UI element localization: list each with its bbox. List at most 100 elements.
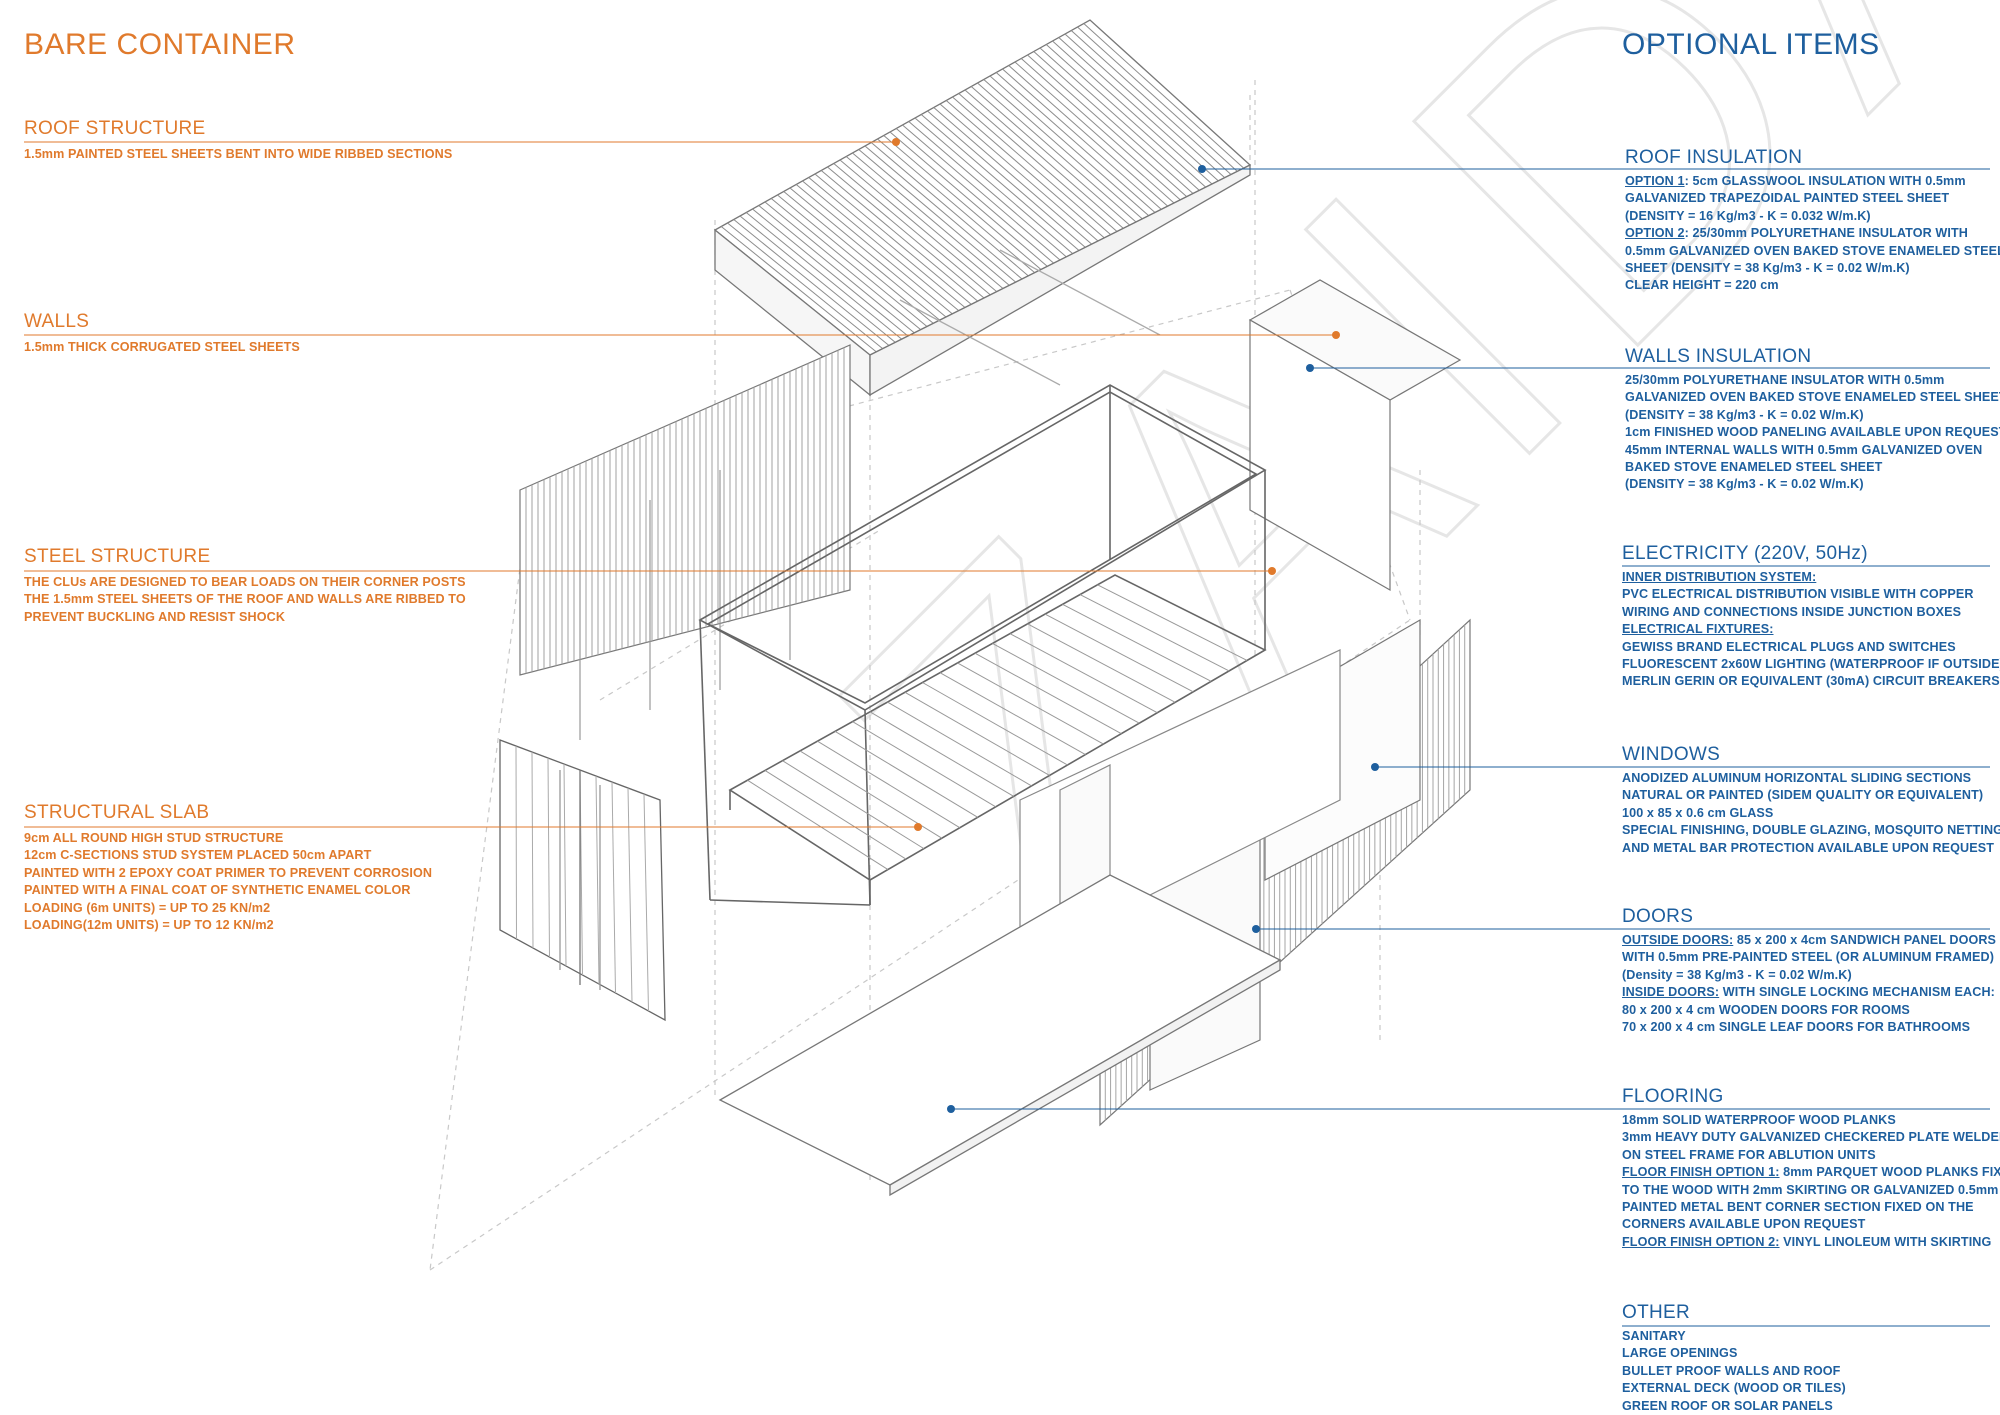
- desc-line: OPTION 1: 5cm GLASSWOOL INSULATION WITH …: [1625, 173, 2000, 190]
- electricity-title: ELECTRICITY (220V, 50Hz): [1622, 543, 1868, 564]
- doors-desc: OUTSIDE DOORS: 85 x 200 x 4cm SANDWICH P…: [1622, 932, 1996, 1036]
- desc-line: LOADING (6m UNITS) = UP TO 25 KN/m2: [24, 900, 271, 915]
- desc-line: LARGE OPENINGS: [1622, 1346, 1738, 1361]
- roof-structure-title: ROOF STRUCTURE: [24, 118, 206, 139]
- doors-section: DOORS OUTSIDE DOORS: 85 x 200 x 4cm SAND…: [1622, 906, 1996, 1036]
- desc-line: 18mm SOLID WATERPROOF WOOD PLANKS: [1622, 1113, 1896, 1127]
- desc-line: CORNERS AVAILABLE UPON REQUEST: [1622, 1217, 1866, 1232]
- desc-line: INSIDE DOORS: WITH SINGLE LOCKING MECHAN…: [1622, 984, 1996, 1001]
- desc-line: GREEN ROOF OR SOLAR PANELS: [1622, 1398, 1833, 1413]
- end-doors: [499, 739, 666, 1022]
- floor-finish-option1-text: 8mm PARQUET WOOD PLANKS FIXED: [1779, 1165, 2000, 1180]
- desc-line: BAKED STOVE ENAMELED STEEL SHEET: [1625, 460, 1883, 475]
- roof-insulation-title: ROOF INSULATION: [1625, 147, 1803, 168]
- walls-insulation-desc: 25/30mm POLYURETHANE INSULATOR WITH 0.5m…: [1625, 372, 2000, 494]
- doors-title: DOORS: [1622, 906, 1694, 927]
- back-wall: [1248, 279, 1462, 592]
- desc-line: BULLET PROOF WALLS AND ROOF: [1622, 1363, 1841, 1378]
- outside-doors-label: OUTSIDE DOORS:: [1622, 933, 1734, 947]
- desc-line: GALVANIZED OVEN BAKED STOVE ENAMELED STE…: [1625, 390, 2000, 405]
- desc-line: THE 1.5mm STEEL SHEETS OF THE ROOF AND W…: [24, 592, 466, 607]
- steel-structure-desc: THE CLUs ARE DESIGNED TO BEAR LOADS ON T…: [24, 574, 466, 626]
- desc-line: 1.5mm THICK CORRUGATED STEEL SHEETS: [24, 340, 300, 354]
- left-leader-dots: [892, 138, 1340, 831]
- option-label: OPTION 1: [1625, 174, 1685, 188]
- desc-line: 0.5mm GALVANIZED OVEN BAKED STOVE ENAMEL…: [1625, 243, 2000, 258]
- windows-title: WINDOWS: [1622, 744, 1721, 765]
- desc-line: CLEAR HEIGHT = 220 cm: [1625, 278, 1779, 293]
- outside-doors-text: 85 x 200 x 4cm SANDWICH PANEL DOORS: [1733, 933, 1997, 947]
- desc-line: SHEET (DENSITY = 38 Kg/m3 - K = 0.02 W/m…: [1625, 261, 1910, 276]
- desc-line: FLUORESCENT 2x60W LIGHTING (WATERPROOF I…: [1622, 657, 2000, 672]
- desc-line: WITH 0.5mm PRE-PAINTED STEEL (OR ALUMINU…: [1622, 950, 1994, 965]
- other-title: OTHER: [1622, 1302, 1690, 1323]
- desc-line: ON STEEL FRAME FOR ABLUTION UNITS: [1622, 1147, 1876, 1162]
- walls-section: WALLS 1.5mm THICK CORRUGATED STEEL SHEET…: [24, 311, 300, 356]
- desc-line: (DENSITY = 16 Kg/m3 - K = 0.032 W/m.K): [1625, 208, 1871, 223]
- electricity-section: ELECTRICITY (220V, 50Hz) INNER DISTRIBUT…: [1622, 543, 2000, 691]
- other-desc: SANITARY LARGE OPENINGS BULLET PROOF WAL…: [1622, 1328, 1846, 1415]
- desc-line: PAINTED METAL BENT CORNER SECTION FIXED …: [1622, 1200, 1974, 1215]
- desc-line: SPECIAL FINISHING, DOUBLE GLAZING, MOSQU…: [1622, 823, 2000, 838]
- flooring-title: FLOORING: [1622, 1086, 1724, 1107]
- windows-desc: ANODIZED ALUMINUM HORIZONTAL SLIDING SEC…: [1622, 770, 2000, 857]
- desc-line: NATURAL OR PAINTED (SIDEM QUALITY OR EQU…: [1622, 788, 1984, 803]
- inside-doors-text: WITH SINGLE LOCKING MECHANISM EACH:: [1719, 985, 1995, 1000]
- desc-line: ANODIZED ALUMINUM HORIZONTAL SLIDING SEC…: [1622, 771, 1972, 785]
- option-text: : 5cm GLASSWOOL INSULATION WITH 0.5mm: [1684, 174, 1966, 188]
- structural-slab-title: STRUCTURAL SLAB: [24, 802, 210, 823]
- electricity-desc: INNER DISTRIBUTION SYSTEM: PVC ELECTRICA…: [1622, 569, 2000, 691]
- floor-finish-option1-label: FLOOR FINISH OPTION 1:: [1622, 1165, 1780, 1180]
- desc-line: 12cm C-SECTIONS STUD SYSTEM PLACED 50cm …: [24, 848, 372, 863]
- desc-line: 25/30mm POLYURETHANE INSULATOR WITH 0.5m…: [1625, 373, 1945, 387]
- optional-items-title: OPTIONAL ITEMS: [1622, 28, 1880, 61]
- walls-insulation-title: WALLS INSULATION: [1625, 346, 1812, 367]
- desc-line: 3mm HEAVY DUTY GALVANIZED CHECKERED PLAT…: [1622, 1130, 2000, 1145]
- right-leader-dots: [947, 165, 1379, 1113]
- roof-panel: [713, 19, 1252, 397]
- floor-finish-option2-label: FLOOR FINISH OPTION 2:: [1622, 1234, 1780, 1249]
- desc-line: PAINTED WITH A FINAL COAT OF SYNTHETIC E…: [24, 883, 411, 898]
- desc-line: 1.5mm PAINTED STEEL SHEETS BENT INTO WID…: [24, 147, 453, 161]
- desc-line: 9cm ALL ROUND HIGH STUD STRUCTURE: [24, 831, 284, 845]
- desc-line: OUTSIDE DOORS: 85 x 200 x 4cm SANDWICH P…: [1622, 932, 1996, 949]
- roof-structure-section: ROOF STRUCTURE 1.5mm PAINTED STEEL SHEET…: [24, 118, 452, 163]
- flooring-desc: 18mm SOLID WATERPROOF WOOD PLANKS 3mm HE…: [1622, 1112, 2000, 1251]
- desc-line: 100 x 85 x 0.6 cm GLASS: [1622, 805, 1774, 820]
- option-text: : 25/30mm POLYURETHANE INSULATOR WITH: [1684, 226, 1968, 241]
- desc-line: (Density = 38 Kg/m3 - K = 0.02 W/m.K): [1622, 967, 1852, 982]
- electrical-fixtures-label: ELECTRICAL FIXTURES:: [1622, 622, 1774, 637]
- other-section: OTHER SANITARY LARGE OPENINGS BULLET PRO…: [1622, 1302, 1846, 1415]
- inner-distribution-label: INNER DISTRIBUTION SYSTEM:: [1622, 570, 1817, 584]
- desc-line: AND METAL BAR PROTECTION AVAILABLE UPON …: [1622, 840, 1995, 855]
- desc-line: SANITARY: [1622, 1329, 1686, 1343]
- flooring-section: FLOORING 18mm SOLID WATERPROOF WOOD PLAN…: [1622, 1086, 2000, 1251]
- left-wall: [519, 344, 851, 740]
- structural-slab-desc: 9cm ALL ROUND HIGH STUD STRUCTURE 12cm C…: [24, 830, 432, 934]
- walls-title: WALLS: [24, 311, 90, 332]
- floor-finish-option2-text: VINYL LINOLEUM WITH SKIRTING: [1779, 1234, 1992, 1249]
- walls-insulation-section: WALLS INSULATION 25/30mm POLYURETHANE IN…: [1625, 346, 2000, 494]
- floor-slab: [718, 874, 1282, 1197]
- desc-line: PVC ELECTRICAL DISTRIBUTION VISIBLE WITH…: [1622, 587, 1974, 602]
- desc-line: THE CLUs ARE DESIGNED TO BEAR LOADS ON T…: [24, 575, 466, 589]
- structural-slab-section: STRUCTURAL SLAB 9cm ALL ROUND HIGH STUD …: [24, 802, 432, 934]
- desc-line: WIRING AND CONNECTIONS INSIDE JUNCTION B…: [1622, 604, 1962, 619]
- roof-structure-desc: 1.5mm PAINTED STEEL SHEETS BENT INTO WID…: [24, 146, 452, 163]
- steel-structure-title: STEEL STRUCTURE: [24, 546, 211, 567]
- desc-line: 45mm INTERNAL WALLS WITH 0.5mm GALVANIZE…: [1625, 442, 1983, 457]
- option-label: OPTION 2: [1625, 226, 1685, 241]
- desc-line: PREVENT BUCKLING AND RESIST SHOCK: [24, 609, 286, 624]
- bare-container-title: BARE CONTAINER: [24, 28, 296, 61]
- inside-doors-label: INSIDE DOORS:: [1622, 985, 1720, 1000]
- desc-line: (DENSITY = 38 Kg/m3 - K = 0.02 W/m.K): [1625, 477, 1864, 492]
- right-leaders: [951, 168, 1990, 1327]
- desc-line: (DENSITY = 38 Kg/m3 - K = 0.02 W/m.K): [1625, 407, 1864, 422]
- desc-line: PAINTED WITH 2 EPOXY COAT PRIMER TO PREV…: [24, 865, 433, 880]
- roof-insulation-section: ROOF INSULATION OPTION 1: 5cm GLASSWOOL …: [1625, 147, 2000, 295]
- windows-section: WINDOWS ANODIZED ALUMINUM HORIZONTAL SLI…: [1622, 744, 2000, 857]
- desc-line: 1cm FINISHED WOOD PANELING AVAILABLE UPO…: [1625, 425, 2000, 440]
- roof-insulation-desc: OPTION 1: 5cm GLASSWOOL INSULATION WITH …: [1625, 173, 2000, 295]
- desc-line: FLOOR FINISH OPTION 2: VINYL LINOLEUM WI…: [1622, 1234, 2000, 1251]
